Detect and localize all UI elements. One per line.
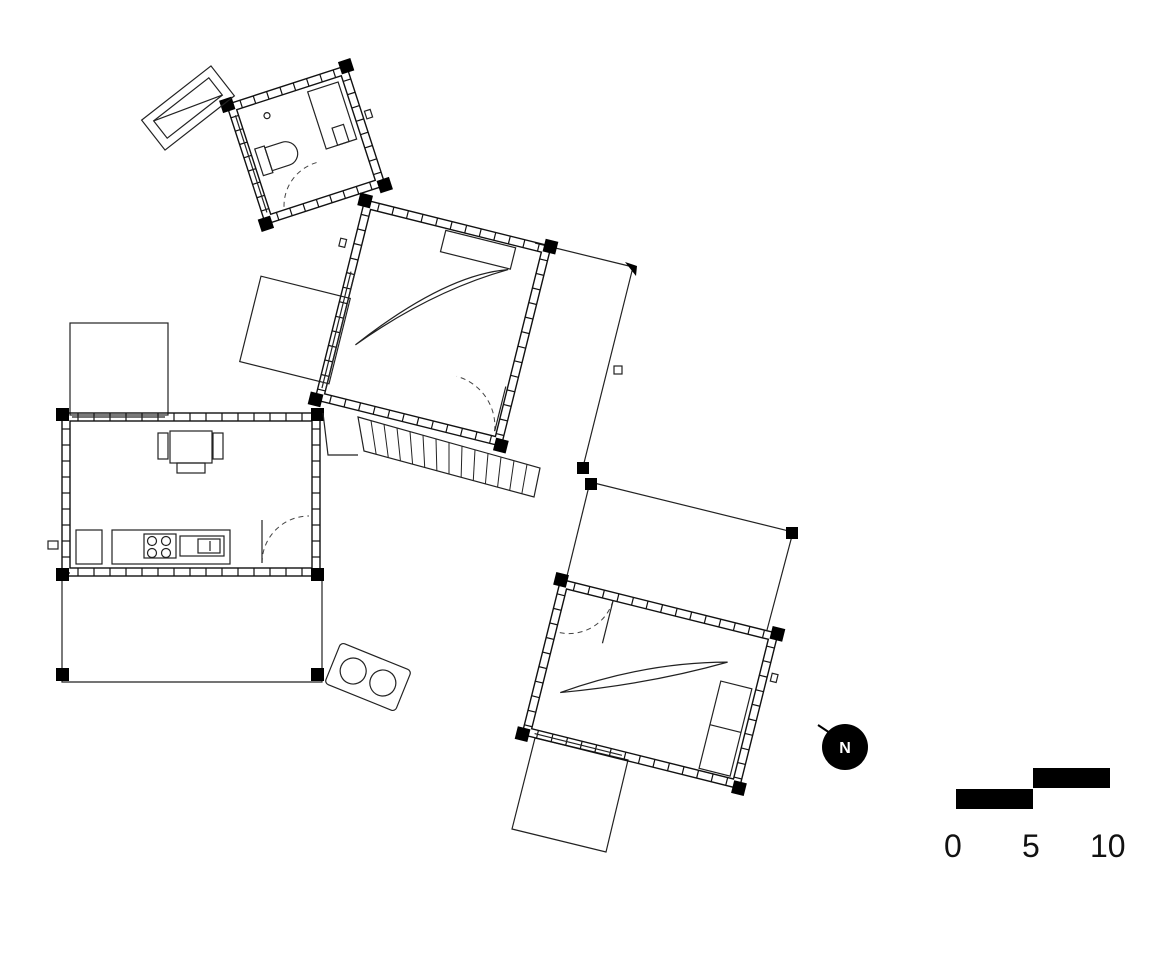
post bbox=[56, 408, 69, 421]
scale-label-0: 0 bbox=[944, 828, 962, 864]
kitchen-counter bbox=[75, 529, 231, 565]
bedroom-cabin-1 bbox=[238, 192, 637, 468]
post bbox=[311, 408, 324, 421]
burner-icon bbox=[160, 535, 172, 547]
kitchen-outer-wall bbox=[61, 412, 321, 577]
kitchen-wall-ticks bbox=[62, 413, 320, 576]
north-label: N bbox=[839, 740, 851, 757]
bedroom-cabin-2 bbox=[511, 462, 798, 853]
bath-inner-wall bbox=[235, 74, 377, 216]
door-swing bbox=[283, 161, 318, 207]
door-swing bbox=[261, 515, 310, 564]
post bbox=[56, 668, 69, 681]
bathroom-cabin bbox=[219, 58, 393, 232]
burner-icon bbox=[146, 547, 158, 559]
south-porch bbox=[61, 575, 323, 683]
kitchen-inner-wall bbox=[69, 420, 313, 569]
south-deck bbox=[511, 737, 629, 853]
hammock bbox=[355, 268, 509, 346]
bed2-outer-wall bbox=[521, 578, 779, 790]
outdoor-bench bbox=[140, 65, 236, 151]
shower bbox=[306, 81, 358, 150]
door-swing bbox=[456, 375, 496, 432]
stairs bbox=[322, 412, 541, 498]
toilet bbox=[253, 141, 299, 177]
burner-icon bbox=[146, 535, 158, 547]
hot-tub bbox=[325, 642, 411, 712]
burner-icon bbox=[160, 547, 172, 559]
scale-bar bbox=[956, 768, 1110, 809]
sink bbox=[179, 535, 225, 557]
bed1-outer-wall bbox=[314, 198, 552, 448]
post bbox=[311, 668, 324, 681]
north-arrow-icon: N bbox=[817, 724, 868, 770]
washbasin bbox=[331, 123, 350, 146]
scale-label-10: 10 bbox=[1090, 828, 1126, 864]
east-deck bbox=[534, 242, 634, 468]
scale-label-5: 5 bbox=[1022, 828, 1040, 864]
west-deck bbox=[238, 275, 352, 385]
bath-outer-wall bbox=[225, 64, 387, 226]
dining-table bbox=[157, 430, 224, 474]
post bbox=[311, 568, 324, 581]
post bbox=[56, 568, 69, 581]
bed2-inner-wall bbox=[530, 588, 770, 780]
wardrobe bbox=[439, 229, 517, 270]
hammock bbox=[560, 661, 728, 694]
north-deck bbox=[69, 322, 169, 416]
kitchen-cabin bbox=[47, 322, 324, 683]
